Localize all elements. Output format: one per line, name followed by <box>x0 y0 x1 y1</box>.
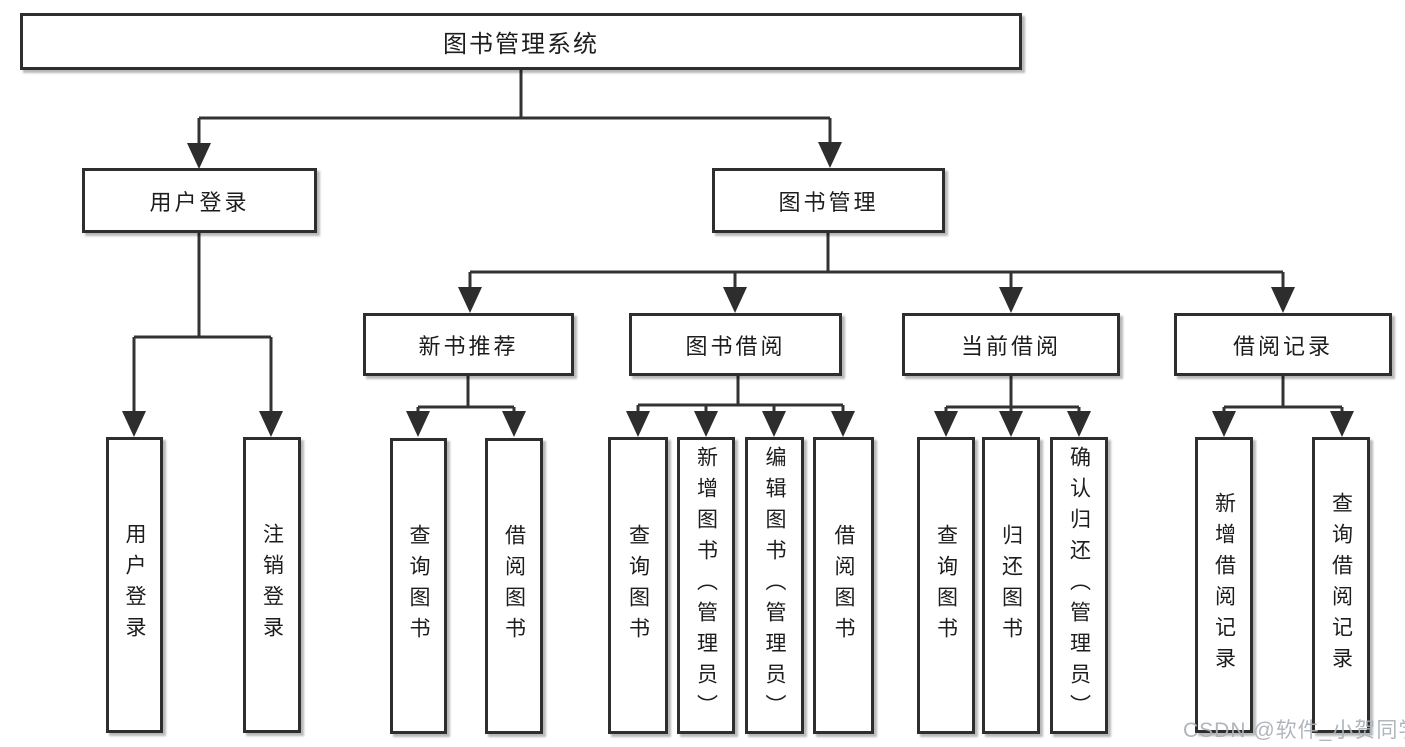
node-leaf-query-books-1: 查询图书 <box>390 438 447 734</box>
node-leaf-query-borrow-record: 查询借阅记录 <box>1312 437 1370 733</box>
node-current-borrow: 当前借阅 <box>902 313 1120 376</box>
node-leaf-user-login: 用户登录 <box>106 437 163 733</box>
node-leaf-return-books: 归还图书 <box>982 437 1040 734</box>
node-leaf-query-books-3: 查询图书 <box>917 437 975 734</box>
node-label: 借阅图书 <box>502 524 526 648</box>
arrow-down-icons <box>122 142 1354 437</box>
watermark: CSDN @软件_小贺同学 <box>1183 719 1405 742</box>
node-new-book-recommend: 新书推荐 <box>363 313 574 376</box>
node-label: 查询图书 <box>934 523 958 648</box>
node-label: 查询图书 <box>407 524 430 648</box>
node-leaf-confirm-return-admin: 确认归还（管理员） <box>1050 437 1108 734</box>
node-label: 确认归还（管理员） <box>1067 446 1091 725</box>
node-leaf-query-books-2: 查询图书 <box>608 437 668 734</box>
node-label: 新增借阅记录 <box>1212 492 1236 678</box>
node-leaf-edit-books-admin: 编辑图书（管理员） <box>745 437 804 734</box>
node-book-management: 图书管理 <box>712 168 945 233</box>
node-label: 用户登录 <box>123 523 146 647</box>
node-label: 注销登录 <box>260 523 284 647</box>
node-label: 归还图书 <box>999 523 1023 648</box>
node-book-borrow: 图书借阅 <box>629 313 842 376</box>
node-label: 编辑图书（管理员） <box>763 446 786 725</box>
node-leaf-add-borrow-record: 新增借阅记录 <box>1195 437 1253 733</box>
node-leaf-borrow-books-1: 借阅图书 <box>485 438 543 734</box>
node-label: 借阅图书 <box>832 523 855 648</box>
node-label: 查询图书 <box>626 523 650 648</box>
node-borrow-records: 借阅记录 <box>1174 313 1392 376</box>
node-root-system: 图书管理系统 <box>20 13 1022 70</box>
node-leaf-borrow-books-2: 借阅图书 <box>813 437 874 734</box>
node-user-login: 用户登录 <box>82 168 317 233</box>
node-leaf-logout: 注销登录 <box>243 437 301 733</box>
node-label: 查询借阅记录 <box>1329 492 1353 678</box>
node-leaf-add-books-admin: 新增图书（管理员） <box>677 437 735 734</box>
node-label: 新增图书（管理员） <box>694 446 718 725</box>
